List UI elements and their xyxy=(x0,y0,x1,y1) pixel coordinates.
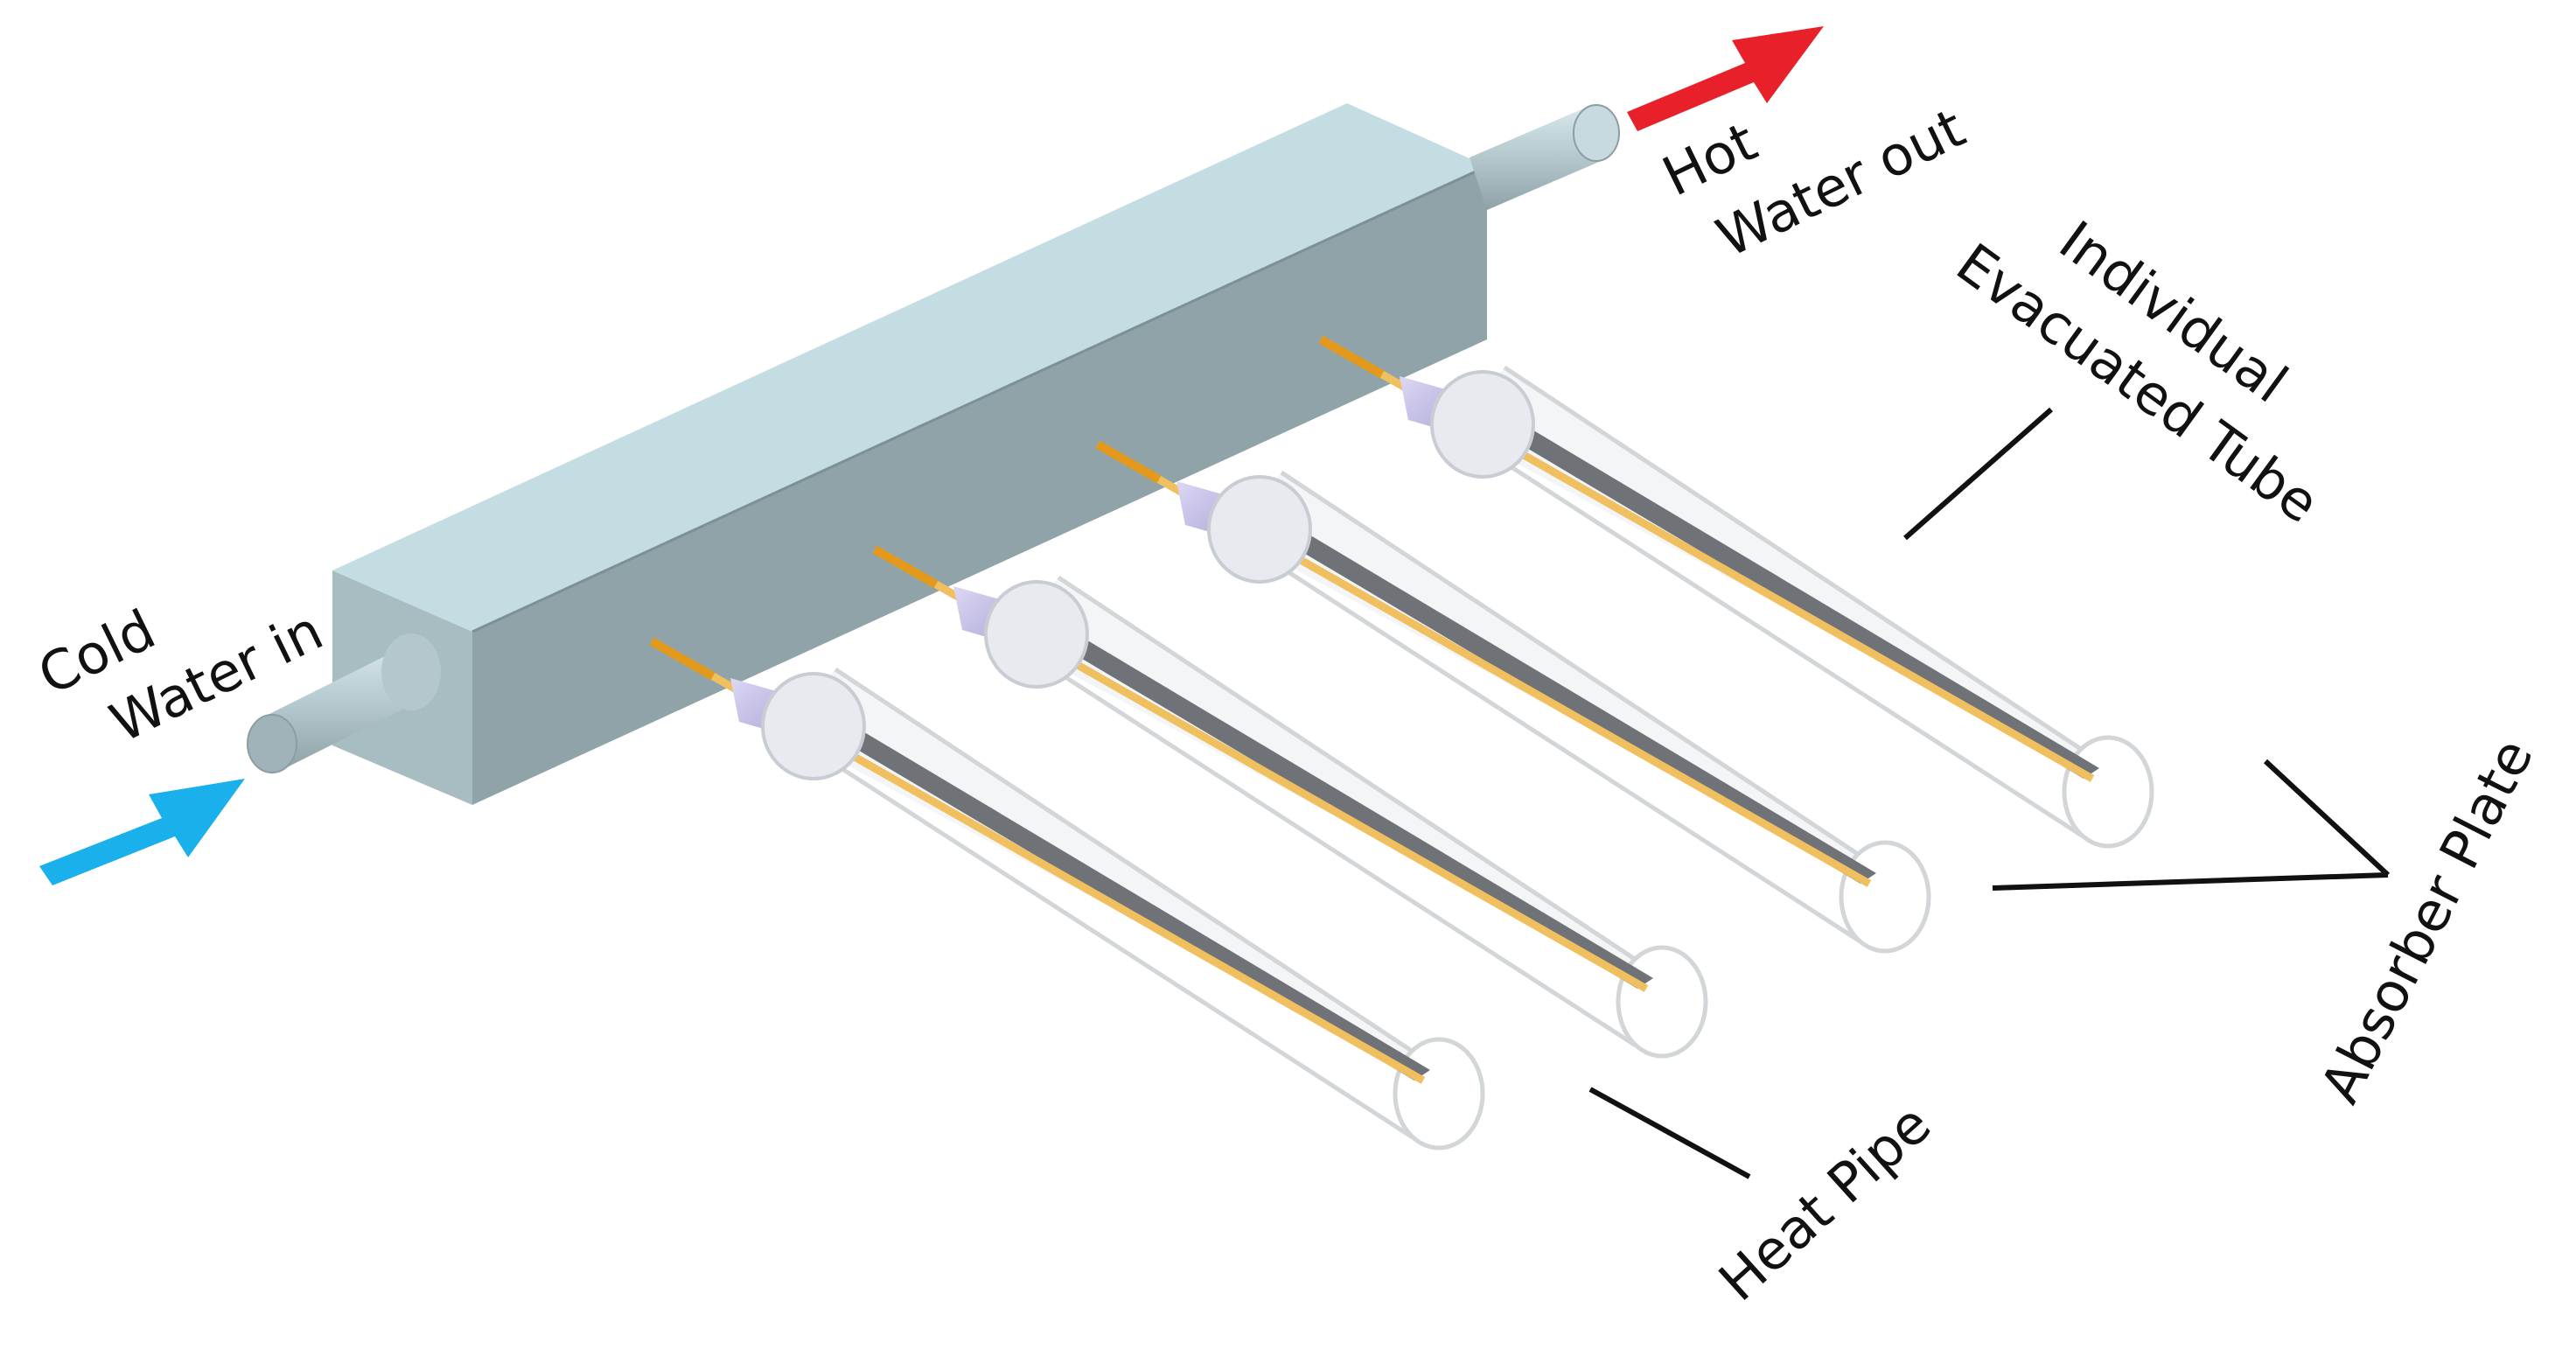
absorber-plate xyxy=(1069,639,1653,989)
evacuated-tube-leader xyxy=(1903,407,2053,541)
tube-1 xyxy=(649,637,1485,1151)
manifold-front-face xyxy=(472,166,1487,805)
label-absorber-plate: Absorber Plate xyxy=(2307,729,2545,1113)
absorber-leader-1 xyxy=(1992,872,2389,891)
inlet-pipe xyxy=(247,633,441,773)
absorber-plate xyxy=(846,731,1430,1081)
heat-pipe-leader xyxy=(1588,1087,1751,1179)
tube-4 xyxy=(1318,335,2154,849)
label-hot-line2: Water out xyxy=(1707,95,1974,269)
absorber-leader-2 xyxy=(2263,759,2391,878)
manifold xyxy=(332,103,1488,805)
tube-3 xyxy=(1095,440,1931,954)
manifold-top-face xyxy=(332,103,1487,632)
tube-2 xyxy=(872,545,1708,1059)
cold-water-arrow xyxy=(39,779,245,885)
absorber-plate xyxy=(1515,429,2099,779)
outlet-pipe xyxy=(1470,104,1620,210)
leader-lines xyxy=(1588,407,2391,1179)
label-hot-water-out: Hot Water out xyxy=(1653,95,1975,269)
label-heat-pipe: Heat Pipe xyxy=(1707,1092,1943,1313)
label-evacuated-tube: Individual Evacuated Tube xyxy=(1945,208,2331,535)
hot-water-arrow xyxy=(1627,26,1824,131)
absorber-plate xyxy=(1292,534,1876,884)
